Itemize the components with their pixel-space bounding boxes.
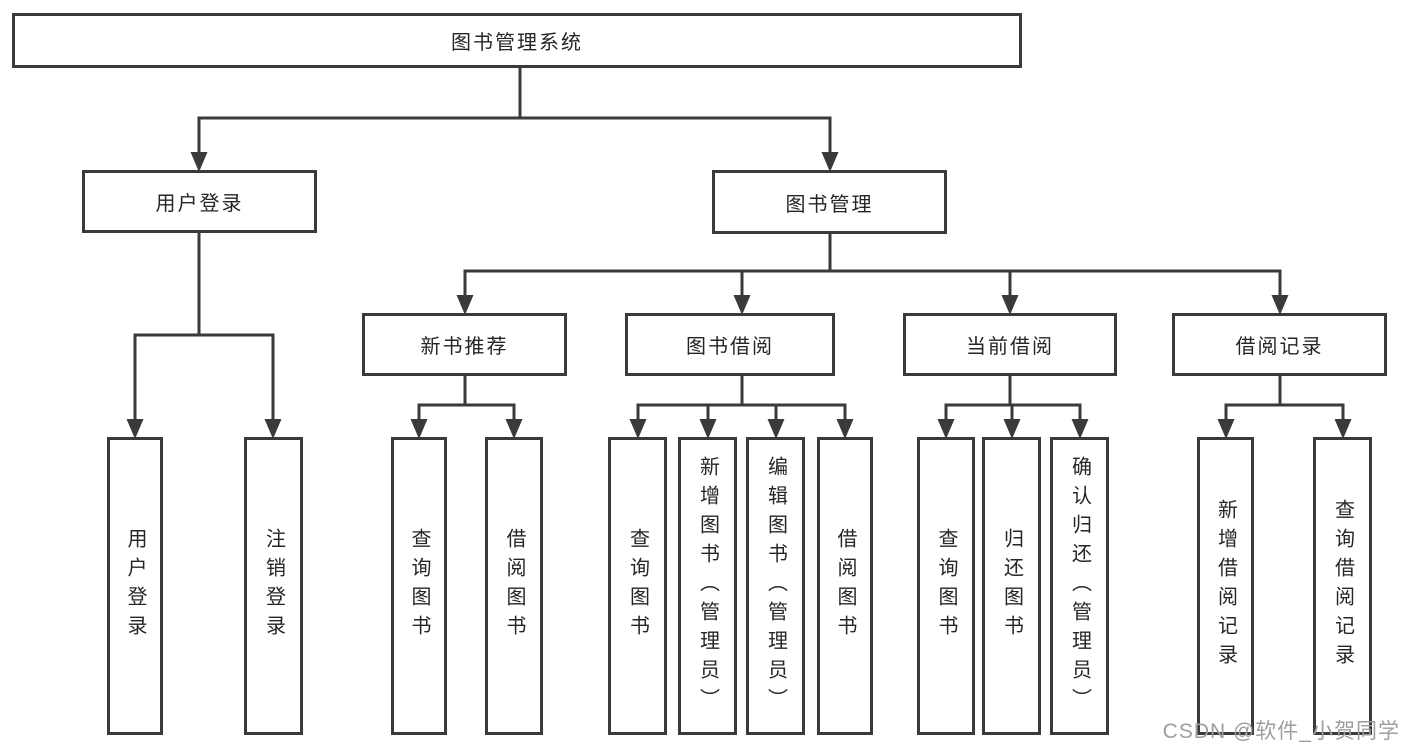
leaf-edit-books-admin: 编辑图书（管理员） bbox=[746, 437, 805, 735]
node-new-book-recommendation: 新书推荐 bbox=[362, 313, 567, 376]
leaf-confirm-return-admin: 确认归还（管理员） bbox=[1050, 437, 1109, 735]
node-borrowing-records: 借阅记录 bbox=[1172, 313, 1387, 376]
leaf-user-login: 用户登录 bbox=[107, 437, 163, 735]
leaf-borrow-books-recommend: 借阅图书 bbox=[485, 437, 543, 735]
leaf-search-borrow-record: 查询借阅记录 bbox=[1313, 437, 1372, 735]
leaf-return-books: 归还图书 bbox=[982, 437, 1041, 735]
node-book-borrowing: 图书借阅 bbox=[625, 313, 835, 376]
leaf-search-books-current: 查询图书 bbox=[917, 437, 975, 735]
leaf-search-books-recommend: 查询图书 bbox=[391, 437, 447, 735]
watermark-text: CSDN @软件_小贺同学 bbox=[1162, 720, 1400, 743]
leaf-logout: 注销登录 bbox=[244, 437, 303, 735]
node-current-borrowing: 当前借阅 bbox=[903, 313, 1117, 376]
node-book-management: 图书管理 bbox=[712, 170, 947, 234]
leaf-search-books-borrowing: 查询图书 bbox=[608, 437, 667, 735]
node-library-management-system: 图书管理系统 bbox=[12, 13, 1022, 68]
leaf-add-borrow-record: 新增借阅记录 bbox=[1197, 437, 1254, 735]
leaf-borrow-books-borrowing: 借阅图书 bbox=[817, 437, 873, 735]
leaf-add-books-admin: 新增图书（管理员） bbox=[678, 437, 737, 735]
node-user-login: 用户登录 bbox=[82, 170, 317, 233]
